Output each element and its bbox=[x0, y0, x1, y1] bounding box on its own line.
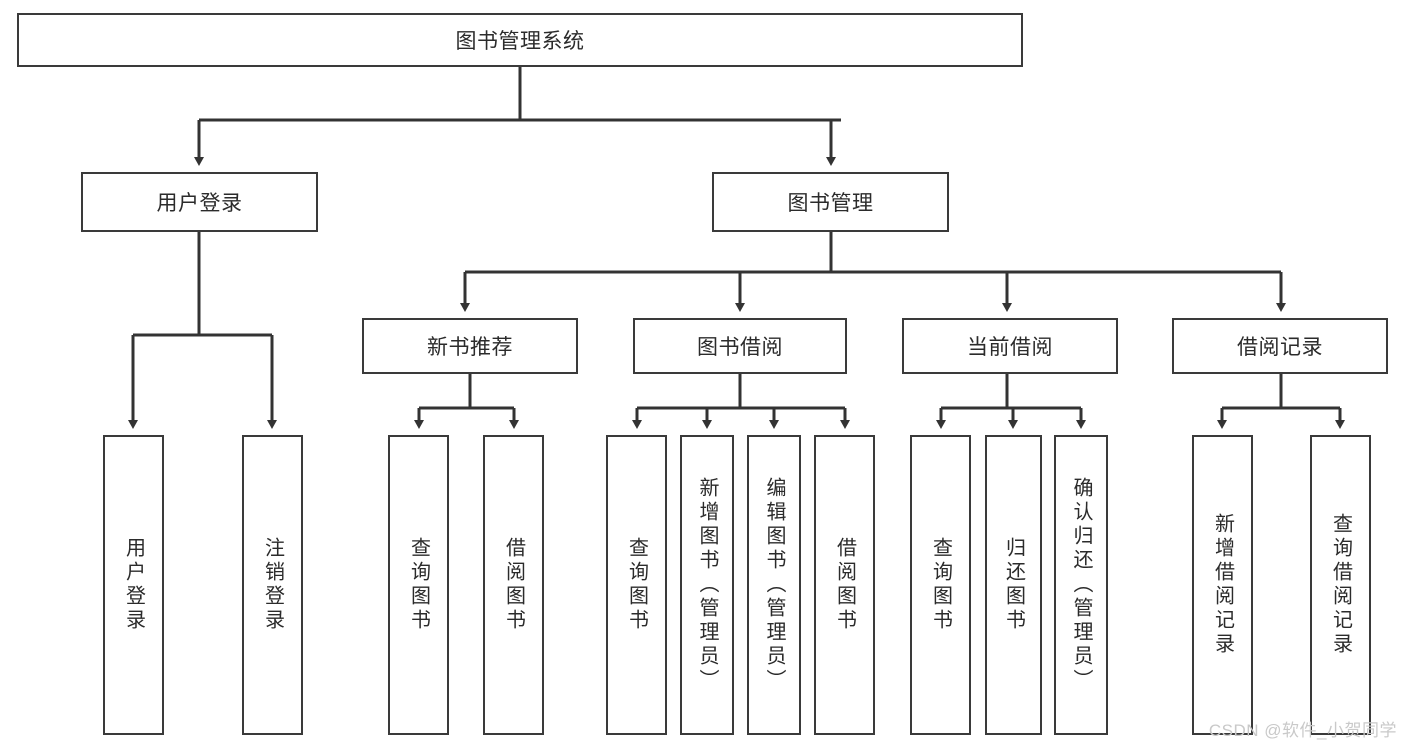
edge-userlogin-to-leaves bbox=[128, 232, 277, 429]
node-root-label: 图书管理系统 bbox=[455, 30, 585, 53]
node-user-login[interactable]: 用户登录 bbox=[81, 172, 318, 232]
node-current-borrow-label: 当前借阅 bbox=[967, 336, 1053, 359]
leaf-query-book-recommend-label: 查询图书 bbox=[407, 537, 430, 633]
leaf-confirm-return-admin-label: 确认归还（管理员） bbox=[1070, 477, 1092, 693]
leaf-user-logout[interactable]: 注销登录 bbox=[242, 435, 303, 735]
leaf-edit-book-admin-label: 编辑图书（管理员） bbox=[763, 477, 785, 693]
node-current-borrow[interactable]: 当前借阅 bbox=[902, 318, 1118, 374]
leaf-borrow-book-label: 借阅图书 bbox=[833, 537, 856, 633]
node-borrow-record-label: 借阅记录 bbox=[1237, 336, 1323, 359]
leaf-add-borrow-record[interactable]: 新增借阅记录 bbox=[1192, 435, 1253, 735]
node-book-manage-label: 图书管理 bbox=[787, 192, 874, 215]
leaf-query-borrow-record[interactable]: 查询借阅记录 bbox=[1310, 435, 1371, 735]
csdn-watermark: CSDN @软件_小贺同学 bbox=[1208, 721, 1397, 740]
edge-bookmanage-to-level3 bbox=[460, 232, 1286, 312]
node-borrow-record[interactable]: 借阅记录 bbox=[1172, 318, 1388, 374]
edge-borrowrecord-to-leaves bbox=[1217, 374, 1345, 429]
leaf-borrow-book-recommend-label: 借阅图书 bbox=[502, 537, 525, 633]
leaf-query-book-borrow[interactable]: 查询图书 bbox=[606, 435, 667, 735]
leaf-return-book-label: 归还图书 bbox=[1002, 537, 1025, 633]
leaf-query-book-current-label: 查询图书 bbox=[929, 537, 952, 633]
leaf-query-book-current[interactable]: 查询图书 bbox=[910, 435, 971, 735]
node-user-login-label: 用户登录 bbox=[156, 192, 243, 215]
edge-newbook-to-leaves bbox=[414, 374, 519, 429]
leaf-borrow-book[interactable]: 借阅图书 bbox=[814, 435, 875, 735]
leaf-borrow-book-recommend[interactable]: 借阅图书 bbox=[483, 435, 544, 735]
leaf-user-logout-label: 注销登录 bbox=[261, 537, 284, 633]
leaf-confirm-return-admin[interactable]: 确认归还（管理员） bbox=[1054, 435, 1108, 735]
leaf-return-book[interactable]: 归还图书 bbox=[985, 435, 1042, 735]
node-root[interactable]: 图书管理系统 bbox=[17, 13, 1023, 67]
leaf-user-login-label: 用户登录 bbox=[122, 537, 145, 633]
edge-bookborrow-to-leaves bbox=[632, 374, 850, 429]
leaf-query-book-recommend[interactable]: 查询图书 bbox=[388, 435, 449, 735]
edge-root-to-level2 bbox=[194, 67, 841, 166]
node-new-book-recommend-label: 新书推荐 bbox=[427, 336, 513, 359]
leaf-add-book-admin-label: 新增图书（管理员） bbox=[696, 477, 718, 693]
leaf-edit-book-admin[interactable]: 编辑图书（管理员） bbox=[747, 435, 801, 735]
leaf-query-book-borrow-label: 查询图书 bbox=[625, 537, 648, 633]
leaf-query-borrow-record-label: 查询借阅记录 bbox=[1329, 513, 1352, 657]
node-book-borrow-label: 图书借阅 bbox=[697, 336, 783, 359]
leaf-add-book-admin[interactable]: 新增图书（管理员） bbox=[680, 435, 734, 735]
node-book-manage[interactable]: 图书管理 bbox=[712, 172, 949, 232]
leaf-user-login[interactable]: 用户登录 bbox=[103, 435, 164, 735]
node-book-borrow[interactable]: 图书借阅 bbox=[633, 318, 847, 374]
leaf-add-borrow-record-label: 新增借阅记录 bbox=[1211, 513, 1234, 657]
node-new-book-recommend[interactable]: 新书推荐 bbox=[362, 318, 578, 374]
edge-currentborrow-to-leaves bbox=[936, 374, 1086, 429]
